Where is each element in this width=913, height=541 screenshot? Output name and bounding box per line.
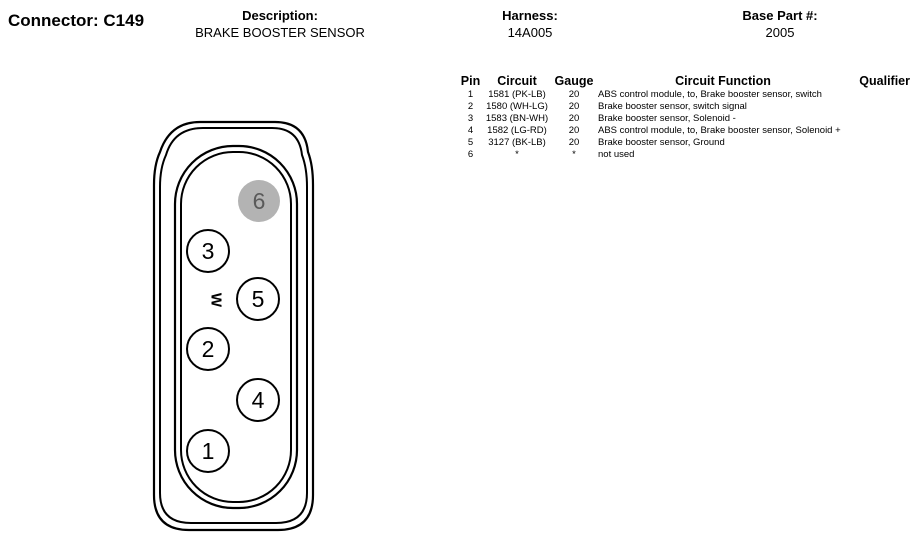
pin-cell: 5 (467, 137, 474, 148)
function-cell: Brake booster sensor, Ground (598, 137, 725, 148)
gauge-column-header: Gauge (554, 74, 594, 88)
pin-3: 3 (186, 229, 230, 273)
pin-2-label: 2 (202, 336, 215, 362)
pin-4: 4 (236, 378, 280, 422)
pin-cell: 2 (467, 101, 474, 112)
function-cell: Brake booster sensor, Solenoid - (598, 113, 736, 124)
circuit-column-header: Circuit (497, 74, 537, 88)
cavity-marker-label: W (208, 293, 225, 308)
circuit-cell: 1581 (PK-LB) (488, 89, 546, 100)
gauge-cell: 20 (568, 101, 580, 112)
description-value: BRAKE BOOSTER SENSOR (195, 25, 365, 40)
pin-cell: 6 (467, 149, 474, 160)
function-cell: ABS control module, to, Brake booster se… (598, 89, 822, 100)
connector-pin-cavity-inner-line (180, 151, 292, 503)
table-row: 2 1580 (WH-LG) 20 Brake booster sensor, … (457, 101, 910, 113)
pin-table-header-row: Pin Circuit Gauge Circuit Function Quali… (457, 72, 910, 89)
circuit-cell: 1583 (BN-WH) (485, 113, 549, 124)
pin-cell: 1 (467, 89, 474, 100)
description-heading: Description: (242, 8, 318, 23)
pin-cell: 3 (467, 113, 474, 124)
connector-title: Connector: C149 (8, 11, 145, 30)
pin-1: 1 (186, 429, 230, 473)
function-cell: not used (598, 149, 635, 160)
function-cell: Brake booster sensor, switch signal (598, 101, 747, 112)
gauge-cell: 20 (568, 89, 580, 100)
harness-value: 14A005 (507, 25, 553, 40)
pin-6-label: 6 (253, 188, 266, 214)
table-row: 4 1582 (LG-RD) 20 ABS control module, to… (457, 125, 910, 137)
qualifier-column-header: Qualifier (859, 74, 910, 88)
pin-column-header: Pin (460, 74, 481, 88)
table-row: 5 3127 (BK-LB) 20 Brake booster sensor, … (457, 137, 910, 149)
circuit-cell: 3127 (BK-LB) (488, 137, 546, 148)
circuit-function-column-header: Circuit Function (675, 74, 771, 88)
qualifier-cell (848, 113, 910, 125)
circuit-cell: * (515, 149, 519, 160)
circuit-cell: 1582 (LG-RD) (487, 125, 547, 136)
pin-cell: 4 (467, 125, 474, 136)
qualifier-cell (848, 125, 910, 137)
pin-3-label: 3 (202, 238, 215, 264)
pin-5-label: 5 (252, 286, 265, 312)
pin-5: 5 (236, 277, 280, 321)
pin-2: 2 (186, 327, 230, 371)
connector-outer-shell-inner-line (159, 127, 308, 524)
gauge-cell: 20 (568, 125, 580, 136)
harness-heading: Harness: (502, 8, 558, 23)
pin-table: Pin Circuit Gauge Circuit Function Quali… (457, 72, 910, 161)
circuit-cell: 1580 (WH-LG) (486, 101, 548, 112)
pin-4-label: 4 (252, 387, 265, 413)
connector-pin-cavity (173, 144, 299, 510)
function-cell: ABS control module, to, Brake booster se… (598, 125, 841, 136)
table-row: 6 * * not used (457, 149, 910, 161)
qualifier-cell (848, 89, 910, 101)
connector-face-diagram: 1 2 3 4 5 6 W (152, 120, 315, 532)
base-part-value: 2005 (765, 25, 795, 40)
connector-outer-shell (152, 120, 315, 532)
table-row: 3 1583 (BN-WH) 20 Brake booster sensor, … (457, 113, 910, 125)
qualifier-cell (848, 101, 910, 113)
table-row: 1 1581 (PK-LB) 20 ABS control module, to… (457, 89, 910, 101)
base-part-heading: Base Part #: (742, 8, 818, 23)
qualifier-cell (848, 149, 910, 161)
qualifier-cell (848, 137, 910, 149)
gauge-cell: 20 (568, 113, 580, 124)
gauge-cell: * (572, 149, 576, 160)
gauge-cell: 20 (568, 137, 580, 148)
pin-1-label: 1 (202, 438, 215, 464)
pin-6: 6 (238, 180, 280, 222)
